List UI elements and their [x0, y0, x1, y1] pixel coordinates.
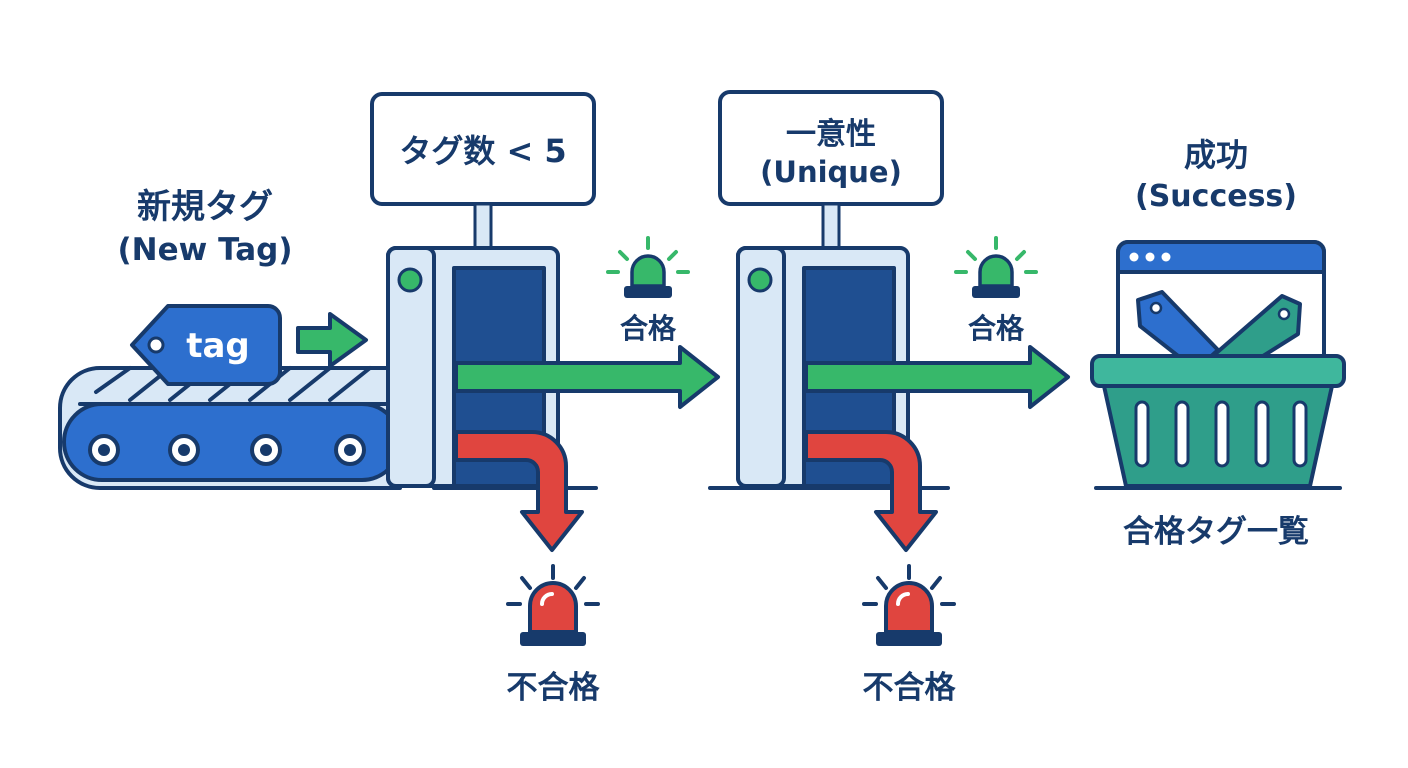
status-light-icon	[747, 267, 773, 293]
pass-arrow	[804, 345, 1070, 409]
conveyor-belt	[58, 366, 402, 490]
gate2-pass-label: 合格	[968, 312, 1025, 345]
gate1-fail-label: 不合格	[507, 670, 601, 706]
pass-siren-icon	[954, 236, 1038, 298]
tag-icon	[130, 304, 282, 386]
start-label-ja: 新規タグ	[137, 187, 273, 227]
arrow-right-icon	[296, 312, 368, 368]
gate1-sign-text: タグ数 < 5	[399, 132, 566, 170]
tag-text: tag	[186, 326, 250, 366]
basket-icon	[1090, 240, 1346, 488]
pass-arrow	[454, 345, 720, 409]
end-label-ja: 成功	[1184, 136, 1248, 174]
fail-arrow	[804, 430, 938, 552]
status-light-icon	[397, 267, 423, 293]
gate2-sign-line1: 一意性	[786, 117, 876, 152]
fail-arrow	[454, 430, 584, 552]
pass-siren-icon	[606, 236, 690, 298]
fail-siren-icon	[506, 564, 600, 646]
fail-siren-icon	[862, 564, 956, 646]
end-label-en: (Success)	[1135, 179, 1297, 214]
gate2-sign-line2: (Unique)	[760, 155, 902, 189]
end-caption: 合格タグ一覧	[1123, 514, 1309, 550]
gate2-fail-label: 不合格	[863, 670, 957, 706]
gate1-pass-label: 合格	[620, 312, 677, 345]
start-label-en: (New Tag)	[118, 232, 293, 268]
